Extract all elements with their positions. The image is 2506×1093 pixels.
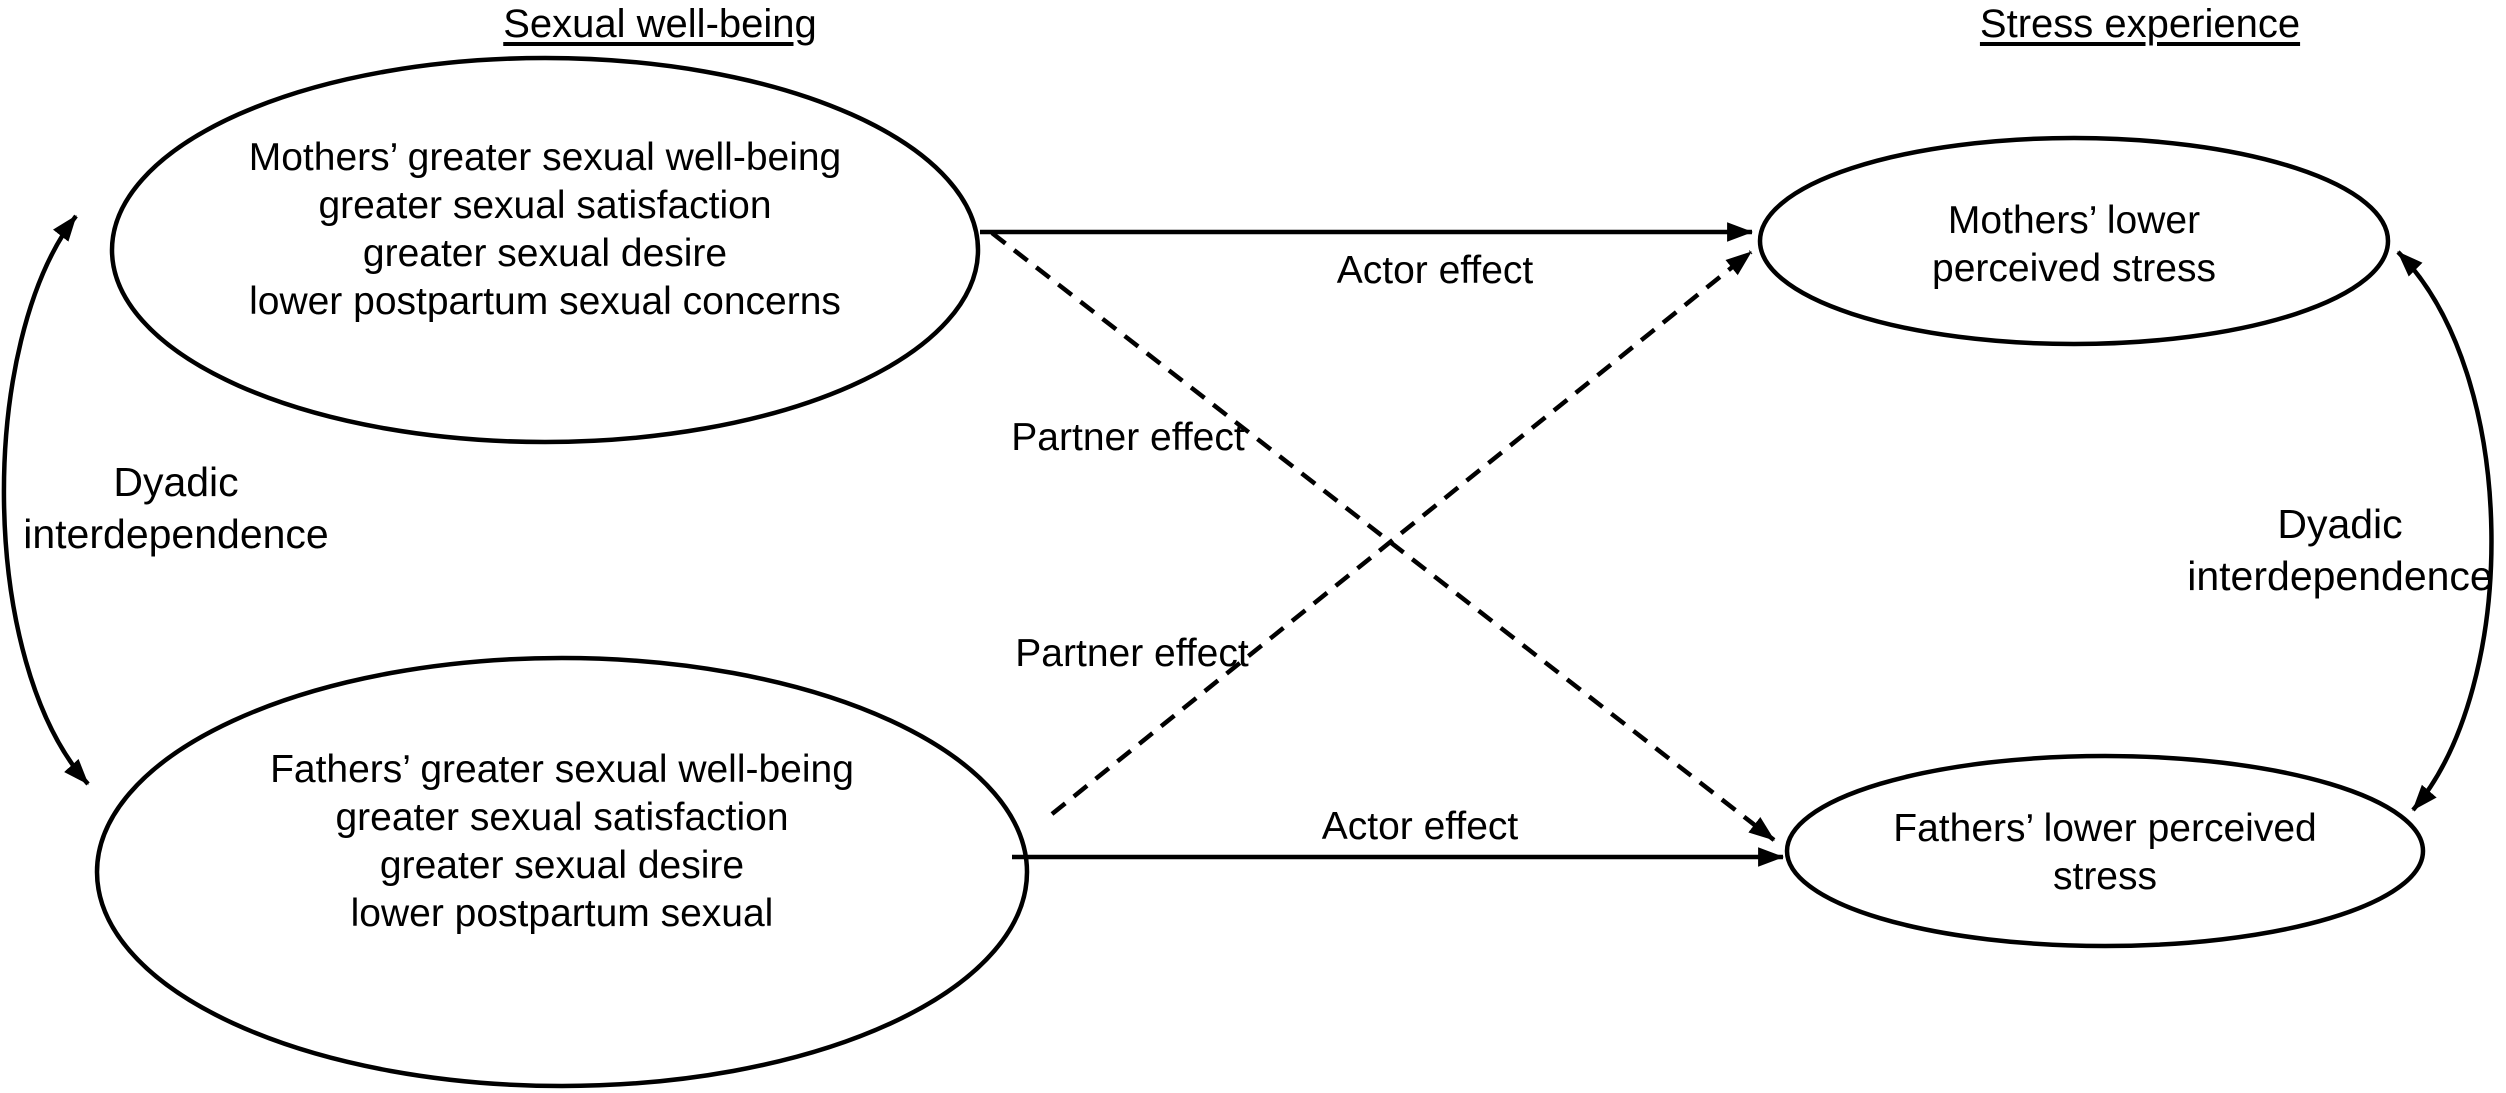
node-text-line: greater sexual satisfaction bbox=[335, 796, 789, 839]
node-text-line: greater sexual desire bbox=[362, 232, 728, 275]
arrow-partner-effect-mother-to-father bbox=[990, 231, 1776, 842]
label-text-line: Dyadic bbox=[2277, 501, 2403, 547]
ellipse-fathers-perceived-stress bbox=[1784, 753, 2426, 949]
arrow-dyadic-interdependence-left bbox=[1, 214, 90, 786]
ellipse-mothers-sexual-wellbeing bbox=[109, 55, 981, 445]
node-fathers-sexual-wellbeing: Fathers’ greater sexual well-being great… bbox=[270, 746, 854, 938]
node-text-line: Fathers’ lower perceived bbox=[1893, 807, 2317, 850]
node-text-line: Mothers’ greater sexual well-being bbox=[248, 136, 842, 179]
arrow-partner-effect-father-to-mother bbox=[1050, 250, 1753, 816]
label-actor-effect-top: Actor effect bbox=[1336, 249, 1534, 292]
label-text-line: interdependence bbox=[2187, 553, 2493, 599]
node-text-line: stress bbox=[2052, 855, 2157, 898]
label-dyadic-interdependence-right: Dyadic interdependence bbox=[2187, 498, 2492, 602]
node-text-line: perceived stress bbox=[1932, 247, 2216, 290]
label-dyadic-interdependence-left: Dyadic interdependence bbox=[23, 456, 328, 560]
node-text-line: Mothers’ lower bbox=[1947, 199, 2201, 242]
node-mothers-perceived-stress: Mothers’ lower perceived stress bbox=[1932, 197, 2216, 293]
label-text-line: Dyadic bbox=[113, 459, 239, 505]
label-partner-effect-upper: Partner effect bbox=[1011, 416, 1245, 459]
node-text-line: greater sexual satisfaction bbox=[318, 184, 772, 227]
label-actor-effect-bottom: Actor effect bbox=[1321, 805, 1519, 848]
arrow-dyadic-interdependence-right bbox=[2396, 250, 2494, 812]
header-stress-experience: Stress experience bbox=[1979, 2, 2301, 46]
label-text-line: interdependence bbox=[23, 511, 329, 557]
node-mothers-sexual-wellbeing: Mothers’ greater sexual well-being great… bbox=[249, 134, 842, 326]
node-text-line: lower postpartum sexual bbox=[350, 892, 774, 935]
ellipse-mothers-perceived-stress bbox=[1757, 135, 2391, 347]
node-text-line: greater sexual desire bbox=[379, 844, 745, 887]
node-text-line: lower postpartum sexual concerns bbox=[249, 280, 841, 323]
header-sexual-wellbeing: Sexual well-being bbox=[503, 2, 817, 46]
label-partner-effect-lower: Partner effect bbox=[1015, 632, 1249, 675]
node-fathers-perceived-stress: Fathers’ lower perceived stress bbox=[1893, 805, 2316, 901]
ellipse-fathers-sexual-wellbeing bbox=[94, 655, 1030, 1089]
node-text-line: Fathers’ greater sexual well-being bbox=[270, 748, 854, 791]
